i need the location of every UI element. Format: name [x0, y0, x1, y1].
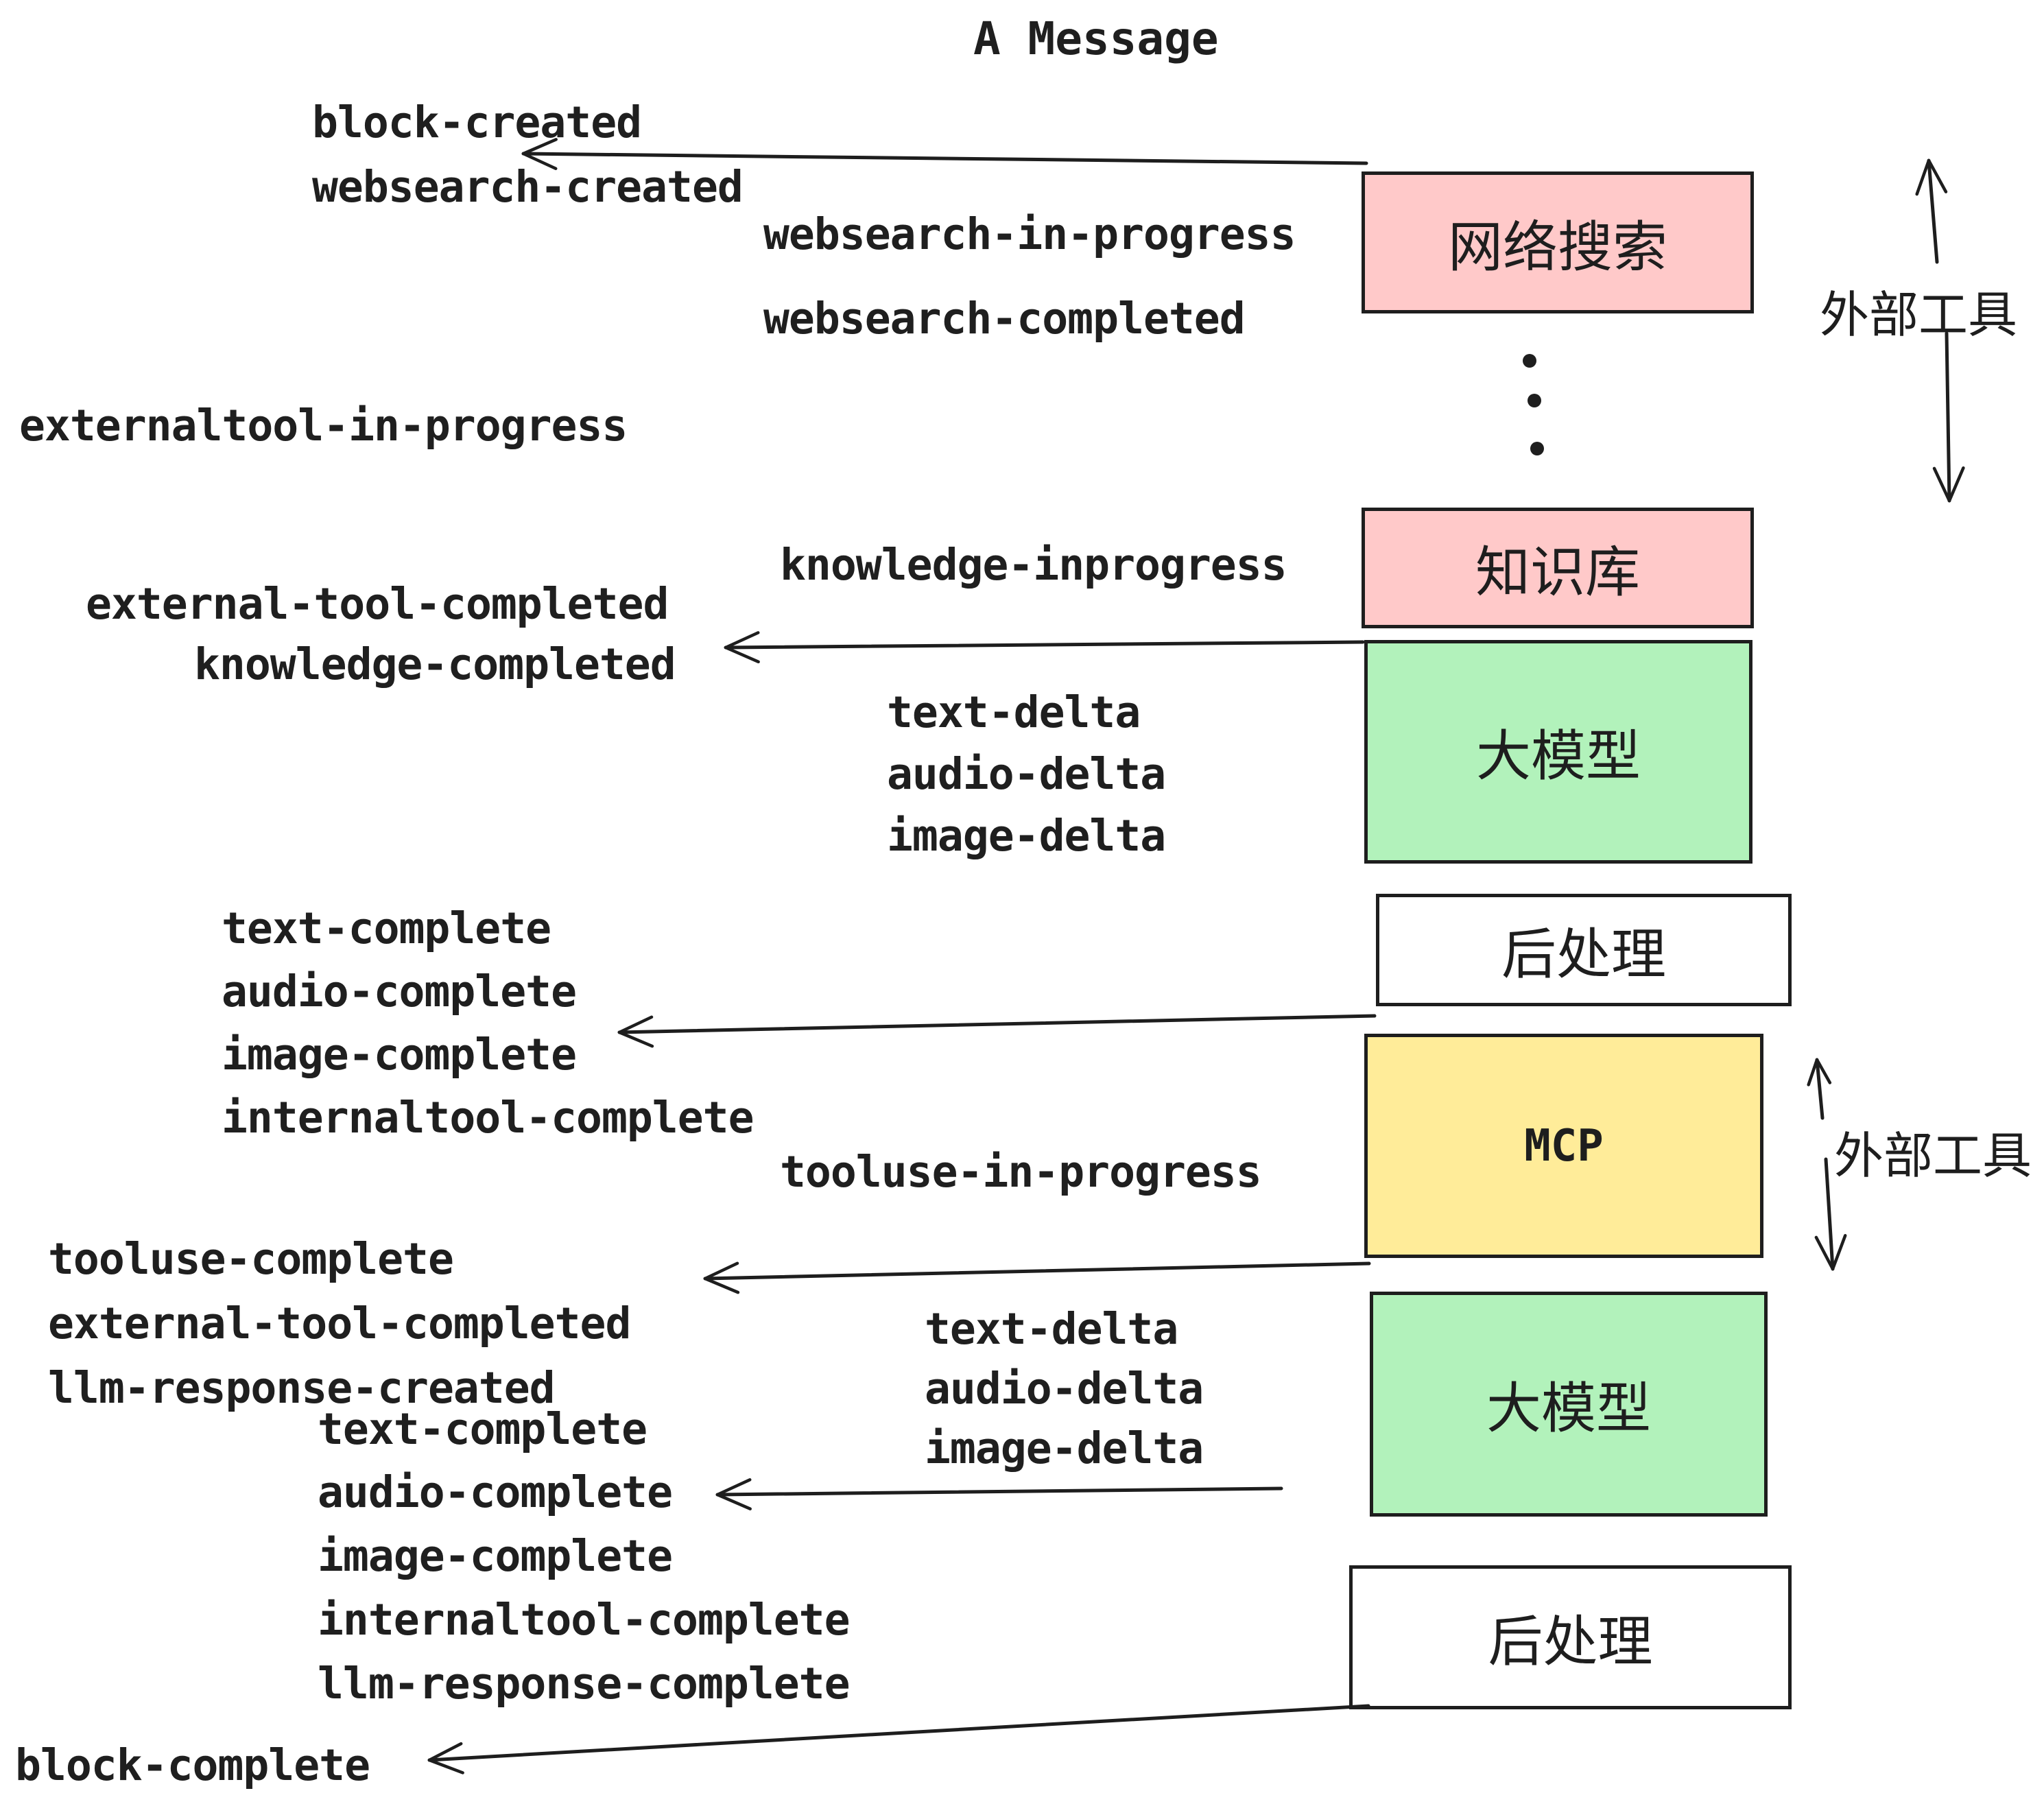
- box-llm-1: 大模型: [1364, 640, 1752, 864]
- label-audio-delta-2: audio-delta: [925, 1364, 1204, 1414]
- arrow-mcp-tools-down-head: [1831, 1234, 1847, 1271]
- box-post-1: 后处理: [1376, 894, 1792, 1006]
- label-image-complete-2: image-complete: [318, 1531, 673, 1581]
- ellipsis-dot: [1523, 354, 1536, 368]
- arrow-external-tools-up-head: [1927, 158, 1948, 193]
- label-block-complete: block-complete: [15, 1740, 370, 1790]
- box-post-2-label: 后处理: [1488, 1610, 1653, 1674]
- box-llm-2-label: 大模型: [1486, 1377, 1651, 1440]
- label-block-created: block-created: [312, 97, 642, 147]
- arrow-external-tools-down-head: [1947, 466, 1965, 503]
- label-audio-delta-1: audio-delta: [887, 749, 1166, 799]
- label-tooluse-complete: tooluse-complete: [48, 1234, 454, 1284]
- annotation-external-tools-mcp: 外部工具: [1834, 1127, 2032, 1185]
- label-internaltool-complete-1: internaltool-complete: [222, 1093, 754, 1143]
- arrow-mcp-tools-up-head: [1807, 1058, 1819, 1087]
- arrow-to-block-complete-head: [427, 1758, 464, 1775]
- ellipsis-dot: [1528, 394, 1541, 407]
- arrow-to-audio-complete-head: [715, 1493, 752, 1510]
- box-knowledge-label: 知识库: [1475, 541, 1640, 604]
- arrow-to-block-complete-head: [427, 1742, 463, 1762]
- arrow-to-image-complete-shaft: [617, 1014, 1377, 1034]
- box-llm-1-label: 大模型: [1476, 724, 1641, 788]
- label-text-complete-1: text-complete: [222, 903, 551, 953]
- arrow-external-tools-down-head: [1932, 466, 1951, 503]
- label-websearch-in-progress: websearch-in-progress: [763, 209, 1296, 259]
- label-knowledge-completed: knowledge-completed: [194, 639, 676, 689]
- arrow-to-audio-complete-head: [715, 1478, 752, 1497]
- label-internaltool-complete-2: internaltool-complete: [318, 1595, 851, 1645]
- label-knowledge-inprogress: knowledge-inprogress: [780, 540, 1287, 590]
- label-external-tool-completed-1: external-tool-completed: [86, 579, 669, 629]
- ellipsis-dot: [1530, 442, 1544, 455]
- arrow-to-tooluse-complete-head: [703, 1261, 739, 1281]
- arrow-mcp-tools-up-shaft: [1815, 1058, 1825, 1120]
- box-websearch: 网络搜索: [1362, 171, 1754, 313]
- arrow-to-tooluse-complete-head: [703, 1277, 740, 1294]
- arrow-to-audio-complete-shaft: [715, 1486, 1283, 1497]
- label-audio-complete-2: audio-complete: [318, 1467, 673, 1517]
- arrow-to-knowledge-completed-head: [724, 631, 760, 650]
- arrow-external-tools-up-shaft: [1927, 158, 1939, 264]
- label-text-delta-1: text-delta: [887, 687, 1141, 737]
- box-post-2: 后处理: [1349, 1565, 1792, 1709]
- label-audio-complete-1: audio-complete: [222, 966, 577, 1017]
- arrow-to-knowledge-completed-shaft: [724, 640, 1365, 650]
- arrow-external-tools-up-head: [1915, 158, 1931, 196]
- label-llm-response-complete: llm-response-complete: [318, 1659, 851, 1709]
- label-external-tool-completed-2: external-tool-completed: [48, 1298, 631, 1349]
- box-llm-2: 大模型: [1370, 1292, 1768, 1517]
- annotation-external-tools-top: 外部工具: [1820, 286, 2018, 344]
- arrow-to-tooluse-complete-shaft: [703, 1261, 1371, 1281]
- box-knowledge: 知识库: [1362, 508, 1754, 628]
- label-image-delta-1: image-delta: [887, 811, 1166, 861]
- arrow-to-image-complete-head: [617, 1030, 654, 1048]
- arrow-mcp-tools-down-shaft: [1824, 1157, 1835, 1271]
- arrow-to-knowledge-completed-head: [724, 645, 760, 664]
- label-externaltool-in-progress: externaltool-in-progress: [19, 401, 628, 451]
- arrow-external-tools-down-shaft: [1945, 331, 1951, 503]
- label-llm-response-created: llm-response-created: [48, 1363, 556, 1413]
- box-post-1-label: 后处理: [1501, 923, 1666, 986]
- box-websearch-label: 网络搜索: [1448, 215, 1667, 279]
- label-image-complete-1: image-complete: [222, 1030, 577, 1080]
- label-text-complete-2: text-complete: [318, 1404, 647, 1454]
- arrow-mcp-tools-down-head: [1814, 1235, 1835, 1271]
- arrow-to-image-complete-head: [617, 1015, 654, 1034]
- page-title: A Message: [973, 12, 1219, 65]
- box-mcp-label: MCP: [1524, 1120, 1604, 1172]
- label-websearch-completed: websearch-completed: [763, 294, 1246, 344]
- label-websearch-created: websearch-created: [312, 162, 744, 212]
- arrow-to-block-complete-shaft: [427, 1704, 1370, 1762]
- label-text-delta-2: text-delta: [925, 1304, 1178, 1354]
- label-tooluse-in-progress: tooluse-in-progress: [780, 1147, 1262, 1197]
- label-image-delta-2: image-delta: [925, 1423, 1204, 1473]
- box-mcp: MCP: [1364, 1034, 1763, 1258]
- arrow-mcp-tools-up-head: [1815, 1058, 1832, 1084]
